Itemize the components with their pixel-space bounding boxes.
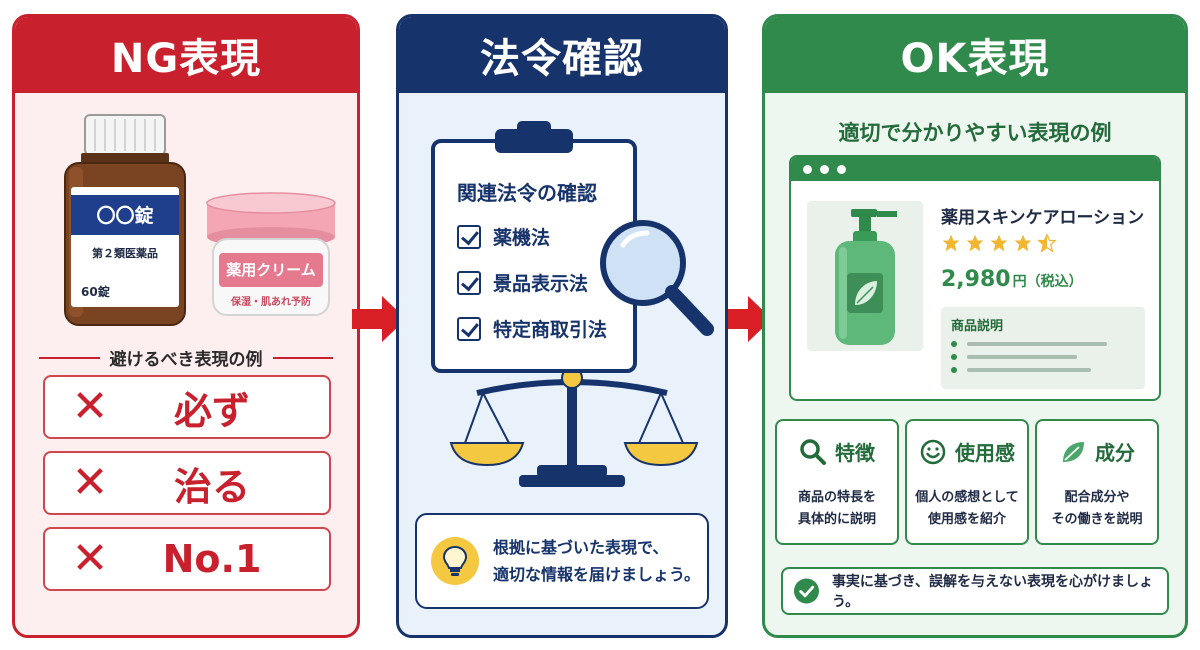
ng-example-item: ✕ 治る <box>43 451 331 515</box>
feature-card: 特徴 商品の特長を 具体的に説明 <box>775 419 899 545</box>
ng-example-item: ✕ No.1 <box>43 527 331 591</box>
medicine-bottle-illustration <box>64 114 186 326</box>
star-icon <box>1014 234 1032 252</box>
bottle-brand-label: 〇〇錠 <box>96 205 154 227</box>
board-title: 関連法令の確認 <box>457 181 597 205</box>
ok-subtitle: 適切で分かりやすい表現の例 <box>838 121 1112 145</box>
card-text: 具体的に説明 <box>797 512 876 528</box>
check-circle-icon <box>793 578 819 604</box>
card-text: その働きを説明 <box>1051 512 1143 528</box>
cross-icon: ✕ <box>71 381 109 432</box>
feature-card: 成分 配合成分や その働きを説明 <box>1035 419 1159 545</box>
ng-subtitle-text: 避けるべき表現の例 <box>109 350 263 370</box>
checkbox-checked-icon <box>457 316 481 341</box>
law-name: 特定商取引法 <box>493 319 608 341</box>
law-name: 景品表示法 <box>493 273 589 295</box>
star-rating <box>941 233 1057 253</box>
law-name: 薬機法 <box>493 227 551 249</box>
divider <box>39 356 100 359</box>
feature-card: 使用感 個人の感想として 使用感を紹介 <box>905 419 1029 545</box>
arrow-right-icon <box>352 296 406 342</box>
card-text: 商品の特長を <box>797 490 876 505</box>
ng-panel-title: NG表現 <box>15 17 357 93</box>
window-dot-icon <box>837 164 846 174</box>
window-dot-icon <box>820 164 829 174</box>
ng-example-text: 治る <box>173 464 250 509</box>
product-description: 商品説明 <box>941 307 1145 389</box>
cross-icon: ✕ <box>71 457 109 508</box>
card-title: 特徴 <box>835 441 875 465</box>
leaf-icon <box>1063 441 1084 462</box>
browser-toolbar <box>791 157 1159 181</box>
tip-text-line: 根拠に基づいた表現で、 <box>493 537 669 557</box>
price-unit: 円（税込） <box>1012 274 1083 290</box>
clipboard-illustration <box>431 121 714 487</box>
lightbulb-icon <box>431 537 479 585</box>
browser-mockup: 薬用スキンケアローション 2,980 円（税込） 商品説明 <box>789 155 1161 401</box>
tip-box: 根拠に基づいた表現で、 適切な情報を届けましょう。 <box>415 513 709 609</box>
ng-subtitle: 避けるべき表現の例 <box>39 345 333 370</box>
cream-label: 薬用クリーム <box>226 261 316 279</box>
search-icon <box>800 438 826 465</box>
bottle-category-label: 第２類医薬品 <box>92 247 158 260</box>
law-panel-title: 法令確認 <box>399 17 725 93</box>
smile-icon <box>920 439 946 464</box>
star-icon <box>942 234 960 252</box>
ok-note-text: 事実に基づき、誤解を与えない表現を心がけましょう。 <box>831 574 1153 610</box>
card-title: 使用感 <box>955 441 1015 465</box>
placeholder-line <box>951 341 1135 347</box>
ok-note: 事実に基づき、誤解を与えない表現を心がけましょう。 <box>781 567 1169 615</box>
bottle-count-label: 60錠 <box>81 285 110 299</box>
ng-example-text: 必ず <box>173 388 250 433</box>
arrow-right-icon <box>718 296 772 342</box>
placeholder-line <box>951 354 1135 360</box>
star-icon <box>966 234 984 252</box>
card-text: 個人の感想として <box>915 490 1019 505</box>
ng-panel: NG表現 〇〇錠 第２類医薬品 60錠 薬用クリーム 保湿・肌あれ予防 <box>12 14 360 638</box>
law-panel: 法令確認 関連法令の確認 <box>396 14 728 638</box>
placeholder-line <box>951 367 1135 373</box>
card-text: 使用感を紹介 <box>927 512 1006 528</box>
ng-example-text: No.1 <box>162 537 262 581</box>
price-value: 2,980 <box>941 267 1011 292</box>
description-label: 商品説明 <box>951 319 1004 334</box>
cross-icon: ✕ <box>71 533 109 584</box>
checkbox-checked-icon <box>457 224 481 249</box>
card-title: 成分 <box>1095 441 1135 465</box>
checkbox-checked-icon <box>457 270 481 295</box>
tip-text-line: 適切な情報を届けましょう。 <box>493 565 701 584</box>
cream-jar-illustration <box>206 192 336 316</box>
star-half-icon <box>1037 233 1057 253</box>
ok-panel-title: OK表現 <box>765 17 1185 93</box>
product-name: 薬用スキンケアローション <box>941 208 1145 228</box>
product-image <box>807 201 923 351</box>
ng-example-item: ✕ 必ず <box>43 375 331 439</box>
star-icon <box>990 234 1008 252</box>
ok-panel: OK表現 適切で分かりやすい表現の例 <box>762 14 1188 638</box>
product-price: 2,980 円（税込） <box>941 267 1083 292</box>
checklist-item: 景品表示法 <box>457 269 588 296</box>
cream-sub-label: 保湿・肌あれ予防 <box>231 297 311 308</box>
checklist-item: 特定商取引法 <box>457 315 607 342</box>
checklist-item: 薬機法 <box>457 223 550 250</box>
divider <box>272 356 333 359</box>
window-dot-icon <box>803 164 812 174</box>
card-text: 配合成分や <box>1064 490 1130 505</box>
